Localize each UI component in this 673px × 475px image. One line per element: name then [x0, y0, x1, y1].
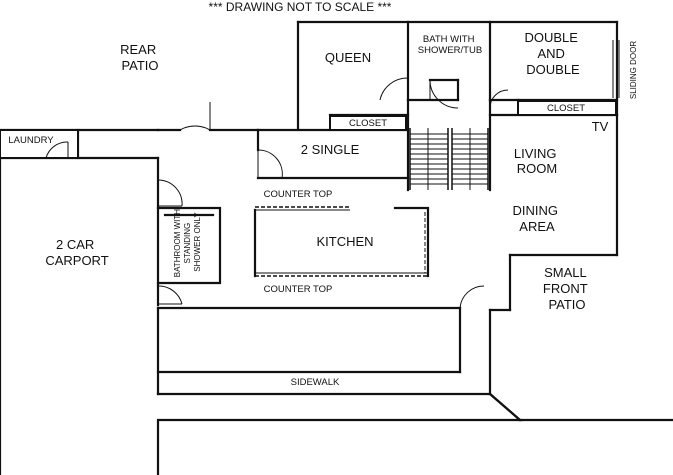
sidewalk-label: SIDEWALK: [291, 377, 340, 388]
carport-label: 2 CAR CARPORT: [45, 237, 108, 268]
counter-tops: [255, 206, 428, 277]
rear-patio-label: REAR PATIO: [120, 42, 160, 73]
queen-label: QUEEN: [325, 50, 371, 65]
door-swings: [45, 77, 509, 309]
tv-label: TV: [592, 119, 609, 134]
stairs: [409, 128, 489, 190]
sliding-door-label: SLIDING DOOR: [629, 41, 638, 99]
closet-right: [517, 100, 617, 116]
sliding-door: [612, 40, 620, 98]
closet-left-label: CLOSET: [349, 118, 387, 129]
exterior-walls: [0, 20, 673, 475]
laundry-room: [0, 129, 79, 159]
bathroom-small-label: BATHROOM WITH STANDING SHOWER ONLY: [173, 207, 202, 278]
bath-label: BATH WITH SHOWER/TUB: [418, 34, 482, 56]
kitchen-label: KITCHEN: [316, 234, 373, 249]
living-room-label: LIVING ROOM: [514, 146, 560, 176]
counter-top-upper-label: COUNTER TOP: [264, 189, 333, 200]
dining-area-label: DINING AREA: [512, 203, 561, 234]
drawing-title: *** DRAWING NOT TO SCALE ***: [209, 0, 392, 14]
laundry-label: LAUNDRY: [8, 135, 54, 146]
counter-top-lower-label: COUNTER TOP: [264, 284, 333, 295]
closet-left: [329, 115, 407, 131]
closet-right-label: CLOSET: [547, 103, 585, 114]
front-patio-label: SMALL FRONT PATIO: [543, 265, 591, 312]
two-single-label: 2 SINGLE: [301, 142, 360, 157]
double-label: DOUBLE AND DOUBLE: [524, 30, 581, 77]
